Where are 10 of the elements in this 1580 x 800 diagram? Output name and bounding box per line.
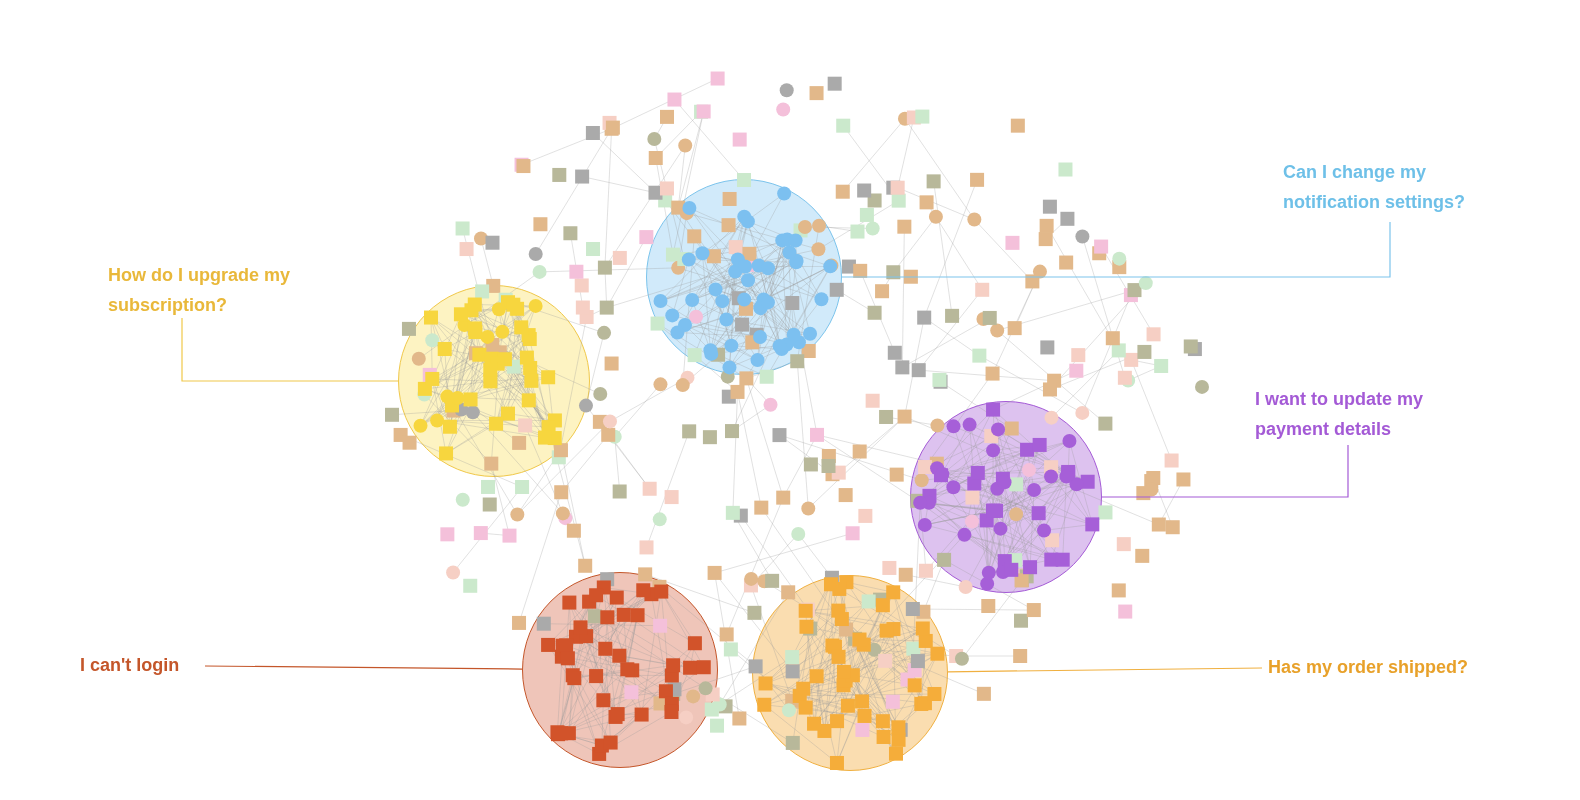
question-label: Can I change my notification settings? — [1283, 157, 1523, 217]
question-label: How do I upgrade my subscription? — [108, 260, 298, 320]
leader-line — [204, 665, 523, 670]
question-label: I want to update my payment details — [1255, 384, 1475, 444]
question-label: Has my order shipped? — [1268, 652, 1469, 682]
leader-line — [1101, 444, 1349, 498]
question-label: I can't login — [80, 650, 180, 680]
leader-line — [841, 221, 1391, 278]
leader-line — [181, 317, 399, 382]
leader-line — [947, 667, 1263, 673]
